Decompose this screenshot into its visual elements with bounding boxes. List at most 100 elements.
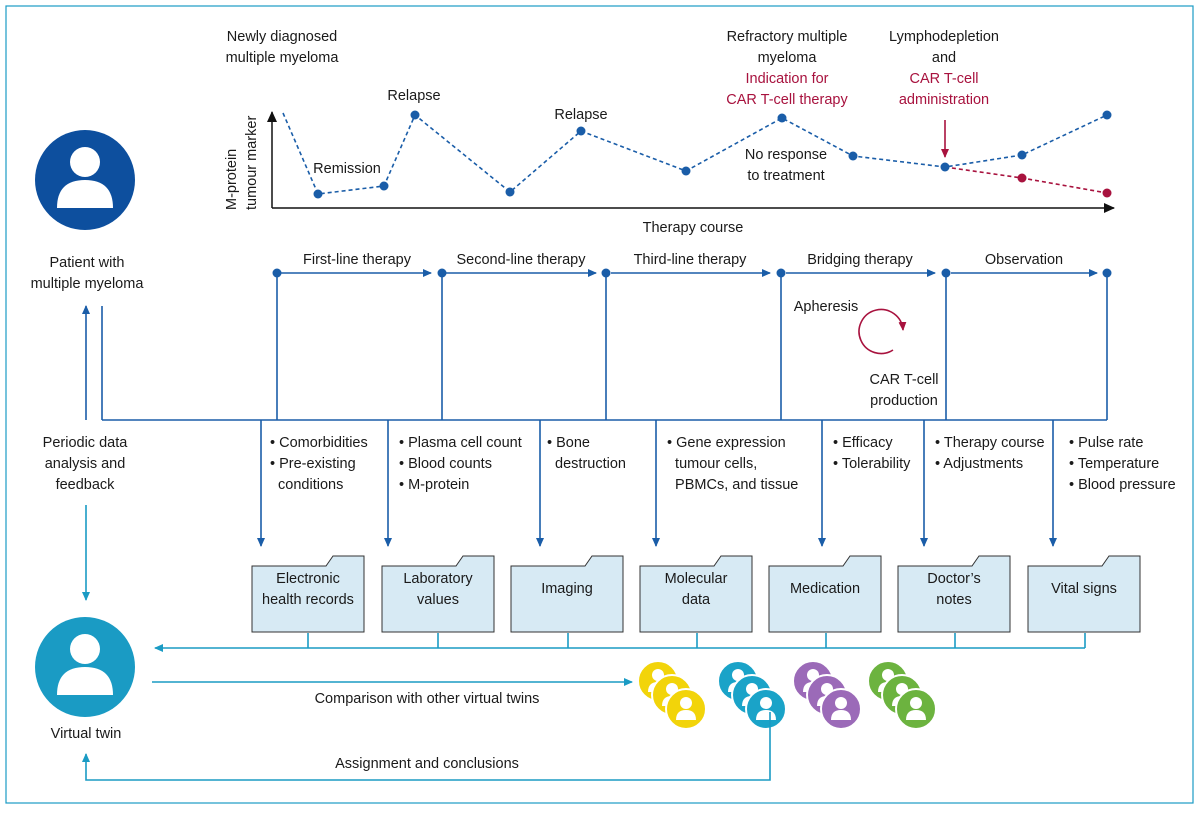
virtual-twin-label: Virtual twin <box>51 726 122 742</box>
chart-point <box>379 181 389 191</box>
timeline-dot <box>437 268 447 278</box>
folder-collector <box>154 633 1086 652</box>
bullet-imaging-1: destruction <box>547 456 626 472</box>
bullet-molecular-1: tumour cells, <box>667 456 757 472</box>
feedback-label-1: Periodic data <box>43 435 129 451</box>
data-bullet-lists: • Comorbidities• Pre-existing conditions… <box>266 428 1186 496</box>
folder-label-imaging-0: Imaging <box>541 581 593 597</box>
folder-label-medication-0: Medication <box>790 581 860 597</box>
virtual-twin-icon <box>35 617 135 717</box>
therapy-third-line: Third-line therapy <box>634 252 748 268</box>
chart-point <box>576 126 586 136</box>
therapy-first-line: First-line therapy <box>303 252 412 268</box>
bullet-lab-1: • Blood counts <box>399 456 492 472</box>
label-indication-2: CAR T-cell therapy <box>726 92 848 108</box>
bullet-imaging-0: • Bone <box>547 435 590 451</box>
bullet-vitals-1: • Temperature <box>1069 456 1159 472</box>
virtual-twin-icon-yellow-2 <box>665 688 707 730</box>
label-refractory-2: myeloma <box>758 50 818 66</box>
label-relapse-2: Relapse <box>554 107 607 123</box>
chart-point <box>777 113 787 123</box>
label-refractory-1: Refractory multiple <box>727 29 848 45</box>
folder-medication: Medication <box>768 555 882 633</box>
feedback-label-3: feedback <box>56 477 116 493</box>
label-car-admin-2: administration <box>899 92 989 108</box>
label-newly-diagnosed-2: multiple myeloma <box>226 50 340 66</box>
folder-notes: Doctor’s notes <box>897 555 1011 633</box>
therapy-course-chart: M-protein tumour marker Therapy course N… <box>224 29 1115 236</box>
bullet-medication-1: • Tolerability <box>833 456 911 472</box>
folder-vitals: Vital signs <box>1027 555 1141 633</box>
outer-frame <box>5 5 1194 804</box>
folder-label-vitals-0: Vital signs <box>1051 581 1117 597</box>
twin-group-yellow <box>637 660 707 730</box>
car-t-production-label-2: production <box>870 393 938 409</box>
bullet-medication-0: • Efficacy <box>833 435 893 451</box>
chart-point <box>313 189 323 199</box>
label-remission: Remission <box>313 161 381 177</box>
label-no-response-2: to treatment <box>747 168 824 184</box>
folder-label-notes-0: Doctor’s <box>927 571 980 587</box>
folder-imaging: Imaging <box>510 555 624 633</box>
chart-point <box>1017 150 1027 160</box>
timeline-dot <box>601 268 611 278</box>
assignment-label: Assignment and conclusions <box>335 756 519 772</box>
bullet-notes-0: • Therapy course <box>935 435 1045 451</box>
timeline-connectors <box>101 277 1108 421</box>
twin-group-cyan <box>717 660 787 730</box>
feedback-label-2: analysis and <box>45 456 126 472</box>
chart-point-red <box>1017 173 1027 183</box>
other-virtual-twins <box>637 660 937 730</box>
bullet-notes-1: • Adjustments <box>935 456 1023 472</box>
patient-icon <box>35 130 135 230</box>
folder-label-notes-1: notes <box>936 592 971 608</box>
virtual-twin-icon-green-2 <box>895 688 937 730</box>
patient-label-2: multiple myeloma <box>31 276 145 292</box>
label-newly-diagnosed-1: Newly diagnosed <box>227 29 337 45</box>
chart-point <box>940 162 950 172</box>
therapy-bridging: Bridging therapy <box>807 252 913 268</box>
bullet-lab-0: • Plasma cell count <box>399 435 522 451</box>
twin-group-purple <box>792 660 862 730</box>
twin-group-green <box>867 660 937 730</box>
therapy-timeline: First-line therapy Second-line therapy T… <box>272 252 1112 278</box>
y-axis-label-2: tumour marker <box>244 116 260 210</box>
virtual-twin-icon-purple-2 <box>820 688 862 730</box>
bullet-ehr-2: conditions <box>270 477 343 493</box>
label-lymphodepletion-2: and <box>932 50 956 66</box>
therapy-second-line: Second-line therapy <box>457 252 587 268</box>
chart-point <box>1102 110 1112 120</box>
patient-label-1: Patient with <box>50 255 125 271</box>
folder-label-ehr-1: health records <box>262 592 354 608</box>
timeline-dot <box>776 268 786 278</box>
folder-label-lab-1: values <box>417 592 459 608</box>
therapy-observation: Observation <box>985 252 1063 268</box>
timeline-dot <box>941 268 951 278</box>
bullet-molecular-0: • Gene expression <box>667 435 786 451</box>
label-indication-1: Indication for <box>745 71 828 87</box>
y-axis-label-1: M-protein <box>224 149 240 210</box>
folder-label-lab-0: Laboratory <box>403 571 473 587</box>
comparison-label: Comparison with other virtual twins <box>315 691 540 707</box>
label-no-response-1: No response <box>745 147 827 163</box>
folder-lab: Laboratory values <box>381 555 495 633</box>
car-t-production-cycle <box>858 308 907 355</box>
bullet-ehr-0: • Comorbidities <box>270 435 368 451</box>
chart-point-red <box>1102 188 1112 198</box>
bullet-lab-2: • M-protein <box>399 477 469 493</box>
apheresis-label: Apheresis <box>794 299 858 315</box>
folder-label-molecular-0: Molecular <box>665 571 728 587</box>
bullet-vitals-2: • Blood pressure <box>1069 477 1176 493</box>
folder-arrows <box>257 420 1057 547</box>
label-lymphodepletion-1: Lymphodepletion <box>889 29 999 45</box>
chart-point <box>848 151 858 161</box>
assignment-arrow <box>82 712 771 781</box>
bullet-molecular-2: PBMCs, and tissue <box>667 477 798 493</box>
virtual-twin-icon-cyan-2 <box>745 688 787 730</box>
timeline-dot <box>1102 268 1112 278</box>
